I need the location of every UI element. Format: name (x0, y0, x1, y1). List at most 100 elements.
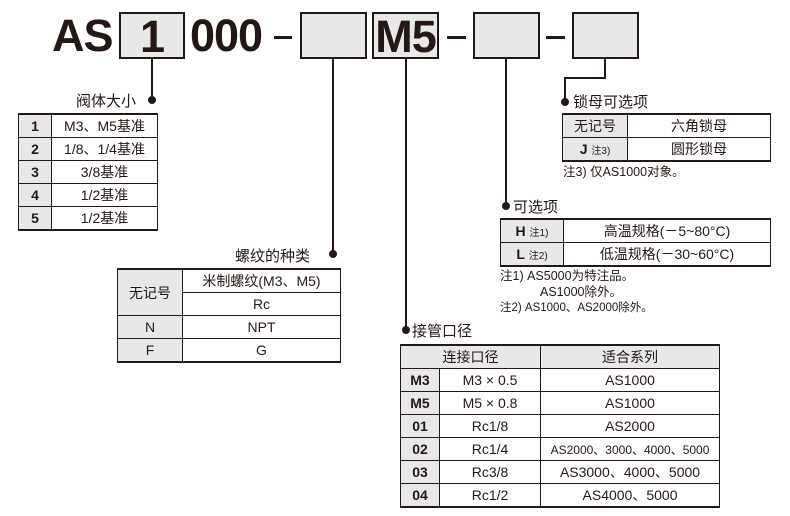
table-row: 02 Rc1/4 AS2000、3000、4000、5000 (400, 437, 720, 461)
options-notes: 注1) AS5000为特注品。 AS1000除外。 注2) AS1000、AS2… (500, 268, 653, 316)
locknut-note: 注3) (591, 146, 611, 157)
leader-line-body-size (151, 58, 153, 100)
body-size-code: 1 (18, 113, 52, 138)
leader-dot-port-size (402, 326, 410, 334)
leader-dot-body-size (148, 96, 156, 104)
separator-dash (447, 36, 466, 39)
table-row: 03 Rc3/8 AS3000、4000、5000 (400, 460, 720, 484)
table-row: H 注1) 高温规格(－5~80°C) (500, 218, 771, 243)
table-row: F G (117, 338, 341, 363)
leader-line-locknut-horizontal (564, 77, 606, 79)
port-size-title: 接管口径 (412, 322, 473, 340)
separator-dash (274, 36, 292, 39)
locknut-desc: 六角锁母 (627, 113, 771, 138)
code-box-port-size: M5 (372, 11, 439, 62)
thread-type-title: 螺纹的种类 (235, 247, 311, 265)
port-size: M3 × 0.5 (439, 368, 541, 392)
option-note: 注2) (528, 251, 548, 262)
port-size: Rc1/2 (439, 483, 541, 508)
locknut-code-cell: J 注3) (562, 137, 628, 162)
port-series: AS4000、5000 (540, 483, 720, 508)
table-row: 5 1/2基准 (18, 206, 158, 231)
port-code: 01 (400, 414, 440, 438)
port-code: 03 (400, 460, 440, 484)
header-series: 适合系列 (540, 344, 720, 369)
body-size-code: 4 (18, 183, 52, 207)
locknut-table: 无记号 六角锁母 J 注3) 圆形锁母 (562, 113, 771, 162)
options-note-2: 注2) AS1000、AS2000除外。 (500, 302, 653, 314)
locknut-notes: 注3) 仅AS1000对象。 (563, 164, 685, 180)
table-row: 无记号 六角锁母 (562, 113, 771, 138)
body-size-desc: 1/2基准 (51, 183, 158, 207)
model-prefix: AS (52, 10, 114, 61)
thread-type-desc: G (182, 338, 341, 363)
options-note-1-cont: AS1000除外。 (540, 285, 622, 299)
option-code-cell: L 注2) (500, 242, 564, 267)
table-row: N NPT (117, 315, 341, 339)
code-box-body-size: 1 (119, 11, 185, 62)
table-row: M3 M3 × 0.5 AS1000 (400, 368, 720, 392)
code-box-thread-type (300, 12, 367, 59)
body-size-desc: 3/8基准 (51, 160, 158, 184)
port-series: AS1000 (540, 368, 720, 392)
port-size: Rc3/8 (439, 460, 541, 484)
thread-type-table: 无记号 米制螺纹(M3、M5) Rc N NPT F G (117, 268, 341, 363)
leader-line-locknut-drop (564, 77, 566, 102)
port-code: 02 (400, 437, 440, 461)
port-series: AS3000、4000、5000 (540, 460, 720, 484)
body-size-table: 1 M3、M5基准 2 1/8、1/4基准 3 3/8基准 4 1/2基准 5 … (18, 113, 158, 231)
body-size-title: 阀体大小 (76, 92, 137, 110)
port-series: AS2000 (540, 414, 720, 438)
code-box-locknut (572, 12, 639, 59)
model-middle: 000 (190, 10, 263, 61)
option-note: 注1) (529, 228, 549, 239)
code-box-body-size-value: 1 (139, 11, 165, 62)
leader-line-options (505, 58, 507, 206)
table-row: 01 Rc1/8 AS2000 (400, 414, 720, 438)
table-row: 2 1/8、1/4基准 (18, 137, 158, 161)
body-size-desc: M3、M5基准 (51, 113, 158, 138)
port-code: 04 (400, 483, 440, 508)
options-table: H 注1) 高温规格(－5~80°C) L 注2) 低温规格(－30~60°C) (500, 218, 771, 267)
locknut-code: 无记号 (574, 118, 616, 134)
leader-dot-options (502, 202, 510, 210)
option-code: L (516, 246, 525, 262)
leader-line-locknut (604, 58, 606, 79)
table-row: M5 M5 × 0.8 AS1000 (400, 391, 720, 415)
locknut-code: J (579, 141, 588, 157)
table-header-row: 连接口径 适合系列 (400, 344, 720, 369)
thread-type-desc: NPT (182, 315, 341, 339)
thread-type-desc: 米制螺纹(M3、M5) (182, 268, 341, 293)
option-desc: 低温规格(－30~60°C) (563, 242, 771, 267)
locknut-code-cell: 无记号 (562, 113, 628, 138)
port-series: AS2000、3000、4000、5000 (540, 437, 720, 461)
locknut-note-3: 注3) 仅AS1000对象。 (563, 165, 685, 179)
option-code-cell: H 注1) (500, 218, 564, 243)
option-code: H (515, 223, 526, 239)
locknut-title: 锁母可选项 (573, 93, 649, 111)
port-series: AS1000 (540, 391, 720, 415)
port-size-table: 连接口径 适合系列 M3 M3 × 0.5 AS1000 M5 M5 × 0.8… (400, 344, 720, 508)
thread-type-code: F (117, 338, 183, 363)
body-size-code: 2 (18, 137, 52, 161)
thread-type-code: N (117, 315, 183, 339)
header-port-size: 连接口径 (400, 344, 541, 369)
table-row: J 注3) 圆形锁母 (562, 137, 771, 162)
leader-line-thread-type (332, 58, 334, 254)
leader-dot-locknut (561, 98, 569, 106)
port-code: M3 (400, 368, 440, 392)
code-box-port-size-value: M5 (375, 11, 437, 62)
port-code: M5 (400, 391, 440, 415)
leader-line-port-size (405, 58, 407, 330)
thread-type-code: 无记号 (117, 268, 183, 316)
body-size-code: 3 (18, 160, 52, 184)
table-row: 3 3/8基准 (18, 160, 158, 184)
body-size-code: 5 (18, 206, 52, 231)
table-row: 1 M3、M5基准 (18, 113, 158, 138)
locknut-desc: 圆形锁母 (627, 137, 771, 162)
thread-type-desc: Rc (182, 292, 341, 316)
option-desc: 高温规格(－5~80°C) (563, 218, 771, 243)
table-row: 04 Rc1/2 AS4000、5000 (400, 483, 720, 508)
code-box-options (473, 12, 540, 59)
options-title: 可选项 (513, 198, 559, 216)
